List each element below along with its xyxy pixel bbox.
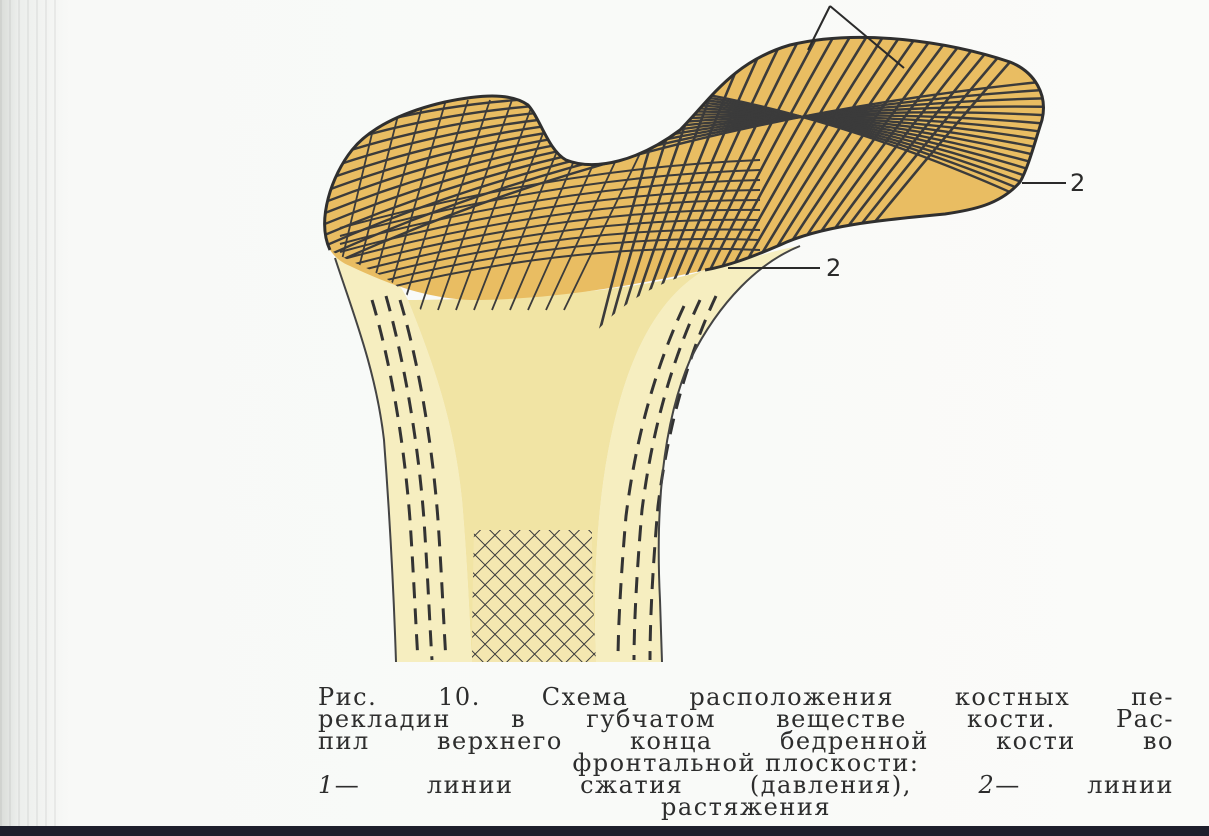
legend-text-2: — линии — [995, 771, 1174, 799]
crosshatch-region — [472, 530, 596, 662]
label-2-head: 2 — [1070, 169, 1085, 197]
caption-line-6: растяжения — [318, 796, 1174, 818]
legend-number-1: 1 — [318, 771, 335, 799]
label-2-neck: 2 — [826, 254, 841, 282]
page-bottom-edge — [0, 826, 1209, 836]
figure-caption: Рис. 10. Схема расположения костных пе- … — [318, 686, 1174, 818]
legend-number-2: 2 — [978, 771, 995, 799]
